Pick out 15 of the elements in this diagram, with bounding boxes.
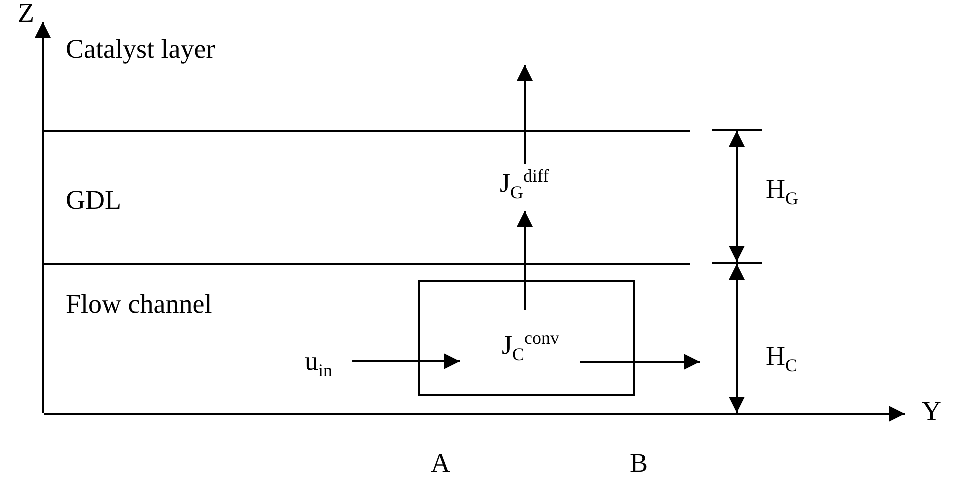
arrow <box>517 65 533 164</box>
velocity-label: u$_{in}$ <box>305 348 333 375</box>
dimension-label: H$_{C}$ <box>766 343 798 370</box>
layer-label: Flow channel <box>66 291 212 318</box>
position-label: B <box>630 450 648 477</box>
dimension-label: H$_{G}$ <box>766 176 798 203</box>
arrow <box>517 211 533 310</box>
arrow <box>352 354 460 370</box>
layer-label: GDL <box>66 187 122 214</box>
position-label: A <box>431 450 450 477</box>
layer-label: Catalyst layer <box>66 36 216 63</box>
control-volume-box <box>418 280 635 396</box>
arrow <box>580 354 700 370</box>
axis-label: Y <box>922 398 942 425</box>
axis-label: Z <box>18 0 34 27</box>
